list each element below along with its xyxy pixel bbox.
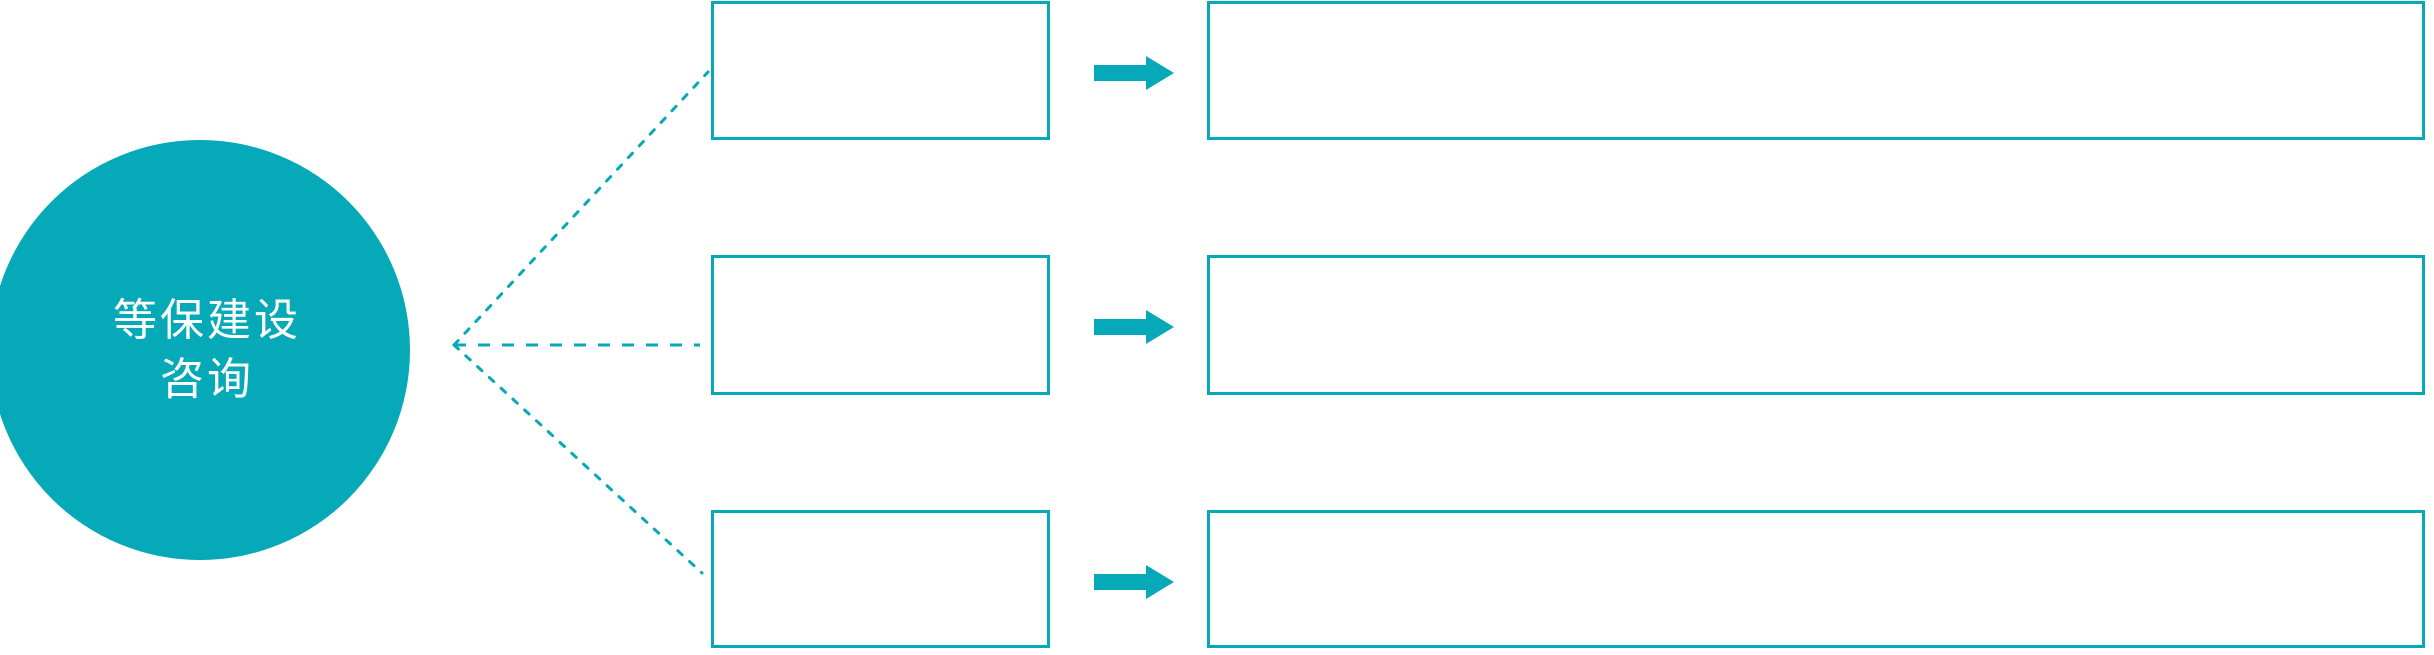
detail-box-2[interactable]	[1207, 255, 2425, 395]
connector-line-top	[452, 70, 710, 347]
connector-line-bottom	[452, 343, 704, 575]
arrow-right-icon	[1094, 565, 1174, 599]
arrow-right-icon	[1094, 56, 1174, 90]
detail-box-1[interactable]	[1207, 1, 2425, 140]
stage-box-2[interactable]	[711, 255, 1050, 395]
hub-label-line-2: 咨询	[160, 355, 254, 404]
stage-box-3[interactable]	[711, 510, 1050, 648]
hub-circle[interactable]: 等保建设 咨询	[0, 140, 410, 560]
stage-box-1[interactable]	[711, 1, 1050, 140]
arrow-right-icon	[1094, 310, 1174, 344]
hub-label-line-1: 等保建设	[113, 295, 301, 345]
detail-box-3[interactable]	[1207, 510, 2425, 648]
